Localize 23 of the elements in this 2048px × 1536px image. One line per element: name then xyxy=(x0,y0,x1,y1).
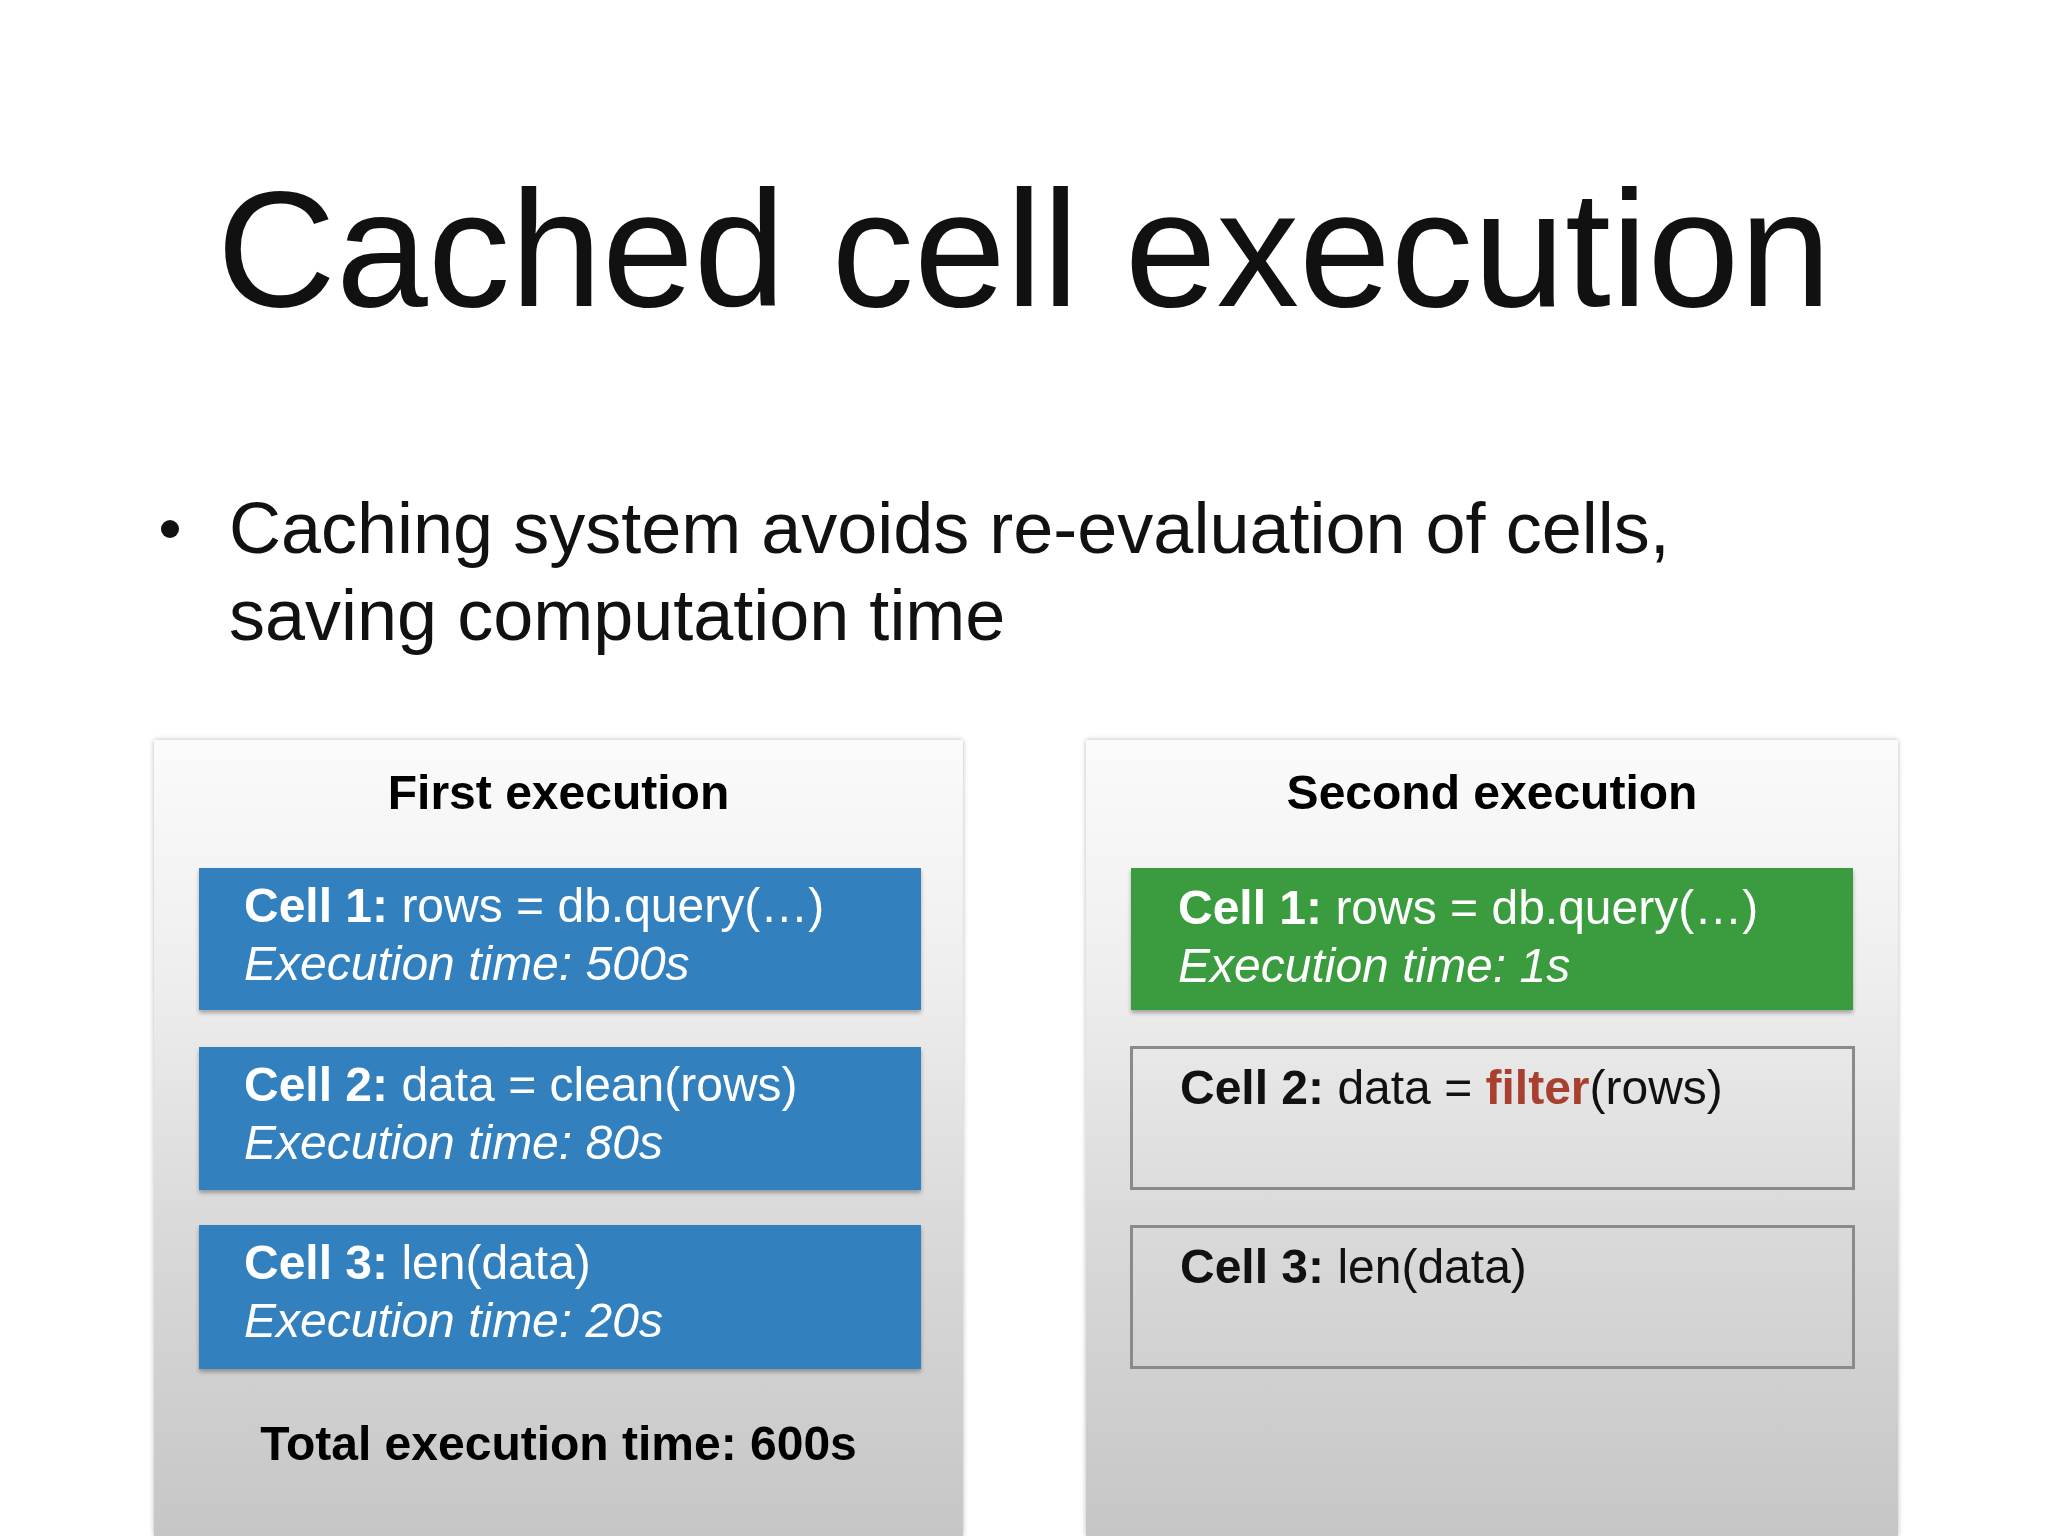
code-line: Cell 1: rows = db.query(…) xyxy=(1178,880,1759,936)
total-time-text: Total execution time: 600s xyxy=(260,1416,857,1472)
execution-panel xyxy=(154,740,963,1536)
code-line: Cell 1: rows = db.query(…) xyxy=(244,878,825,934)
code-cell xyxy=(199,1047,921,1190)
code-line: Cell 2: data = clean(rows) xyxy=(244,1057,798,1113)
execution-panel xyxy=(1086,740,1898,1536)
code-cell xyxy=(1130,1046,1855,1190)
code-cell xyxy=(1131,868,1853,1010)
code-cell xyxy=(199,1225,921,1369)
execution-time: Execution time: 80s xyxy=(244,1115,663,1171)
code-line: Cell 2: data = filter(rows) xyxy=(1180,1060,1723,1116)
bullet-text: Caching system avoids re-evaluation of cells, saving computation time xyxy=(229,487,1671,657)
panel-heading: Second execution xyxy=(1286,765,1698,821)
slide-title: Cached cell execution xyxy=(216,167,1832,332)
code-line: Cell 3: len(data) xyxy=(1180,1239,1527,1295)
execution-time: Execution time: 1s xyxy=(1178,938,1571,994)
code-cell xyxy=(199,868,921,1010)
code-line: Cell 3: len(data) xyxy=(244,1235,591,1291)
panel-heading: First execution xyxy=(387,765,730,821)
execution-time: Execution time: 20s xyxy=(244,1293,663,1349)
code-cell xyxy=(1130,1225,1855,1369)
execution-time: Execution time: 500s xyxy=(244,936,690,992)
